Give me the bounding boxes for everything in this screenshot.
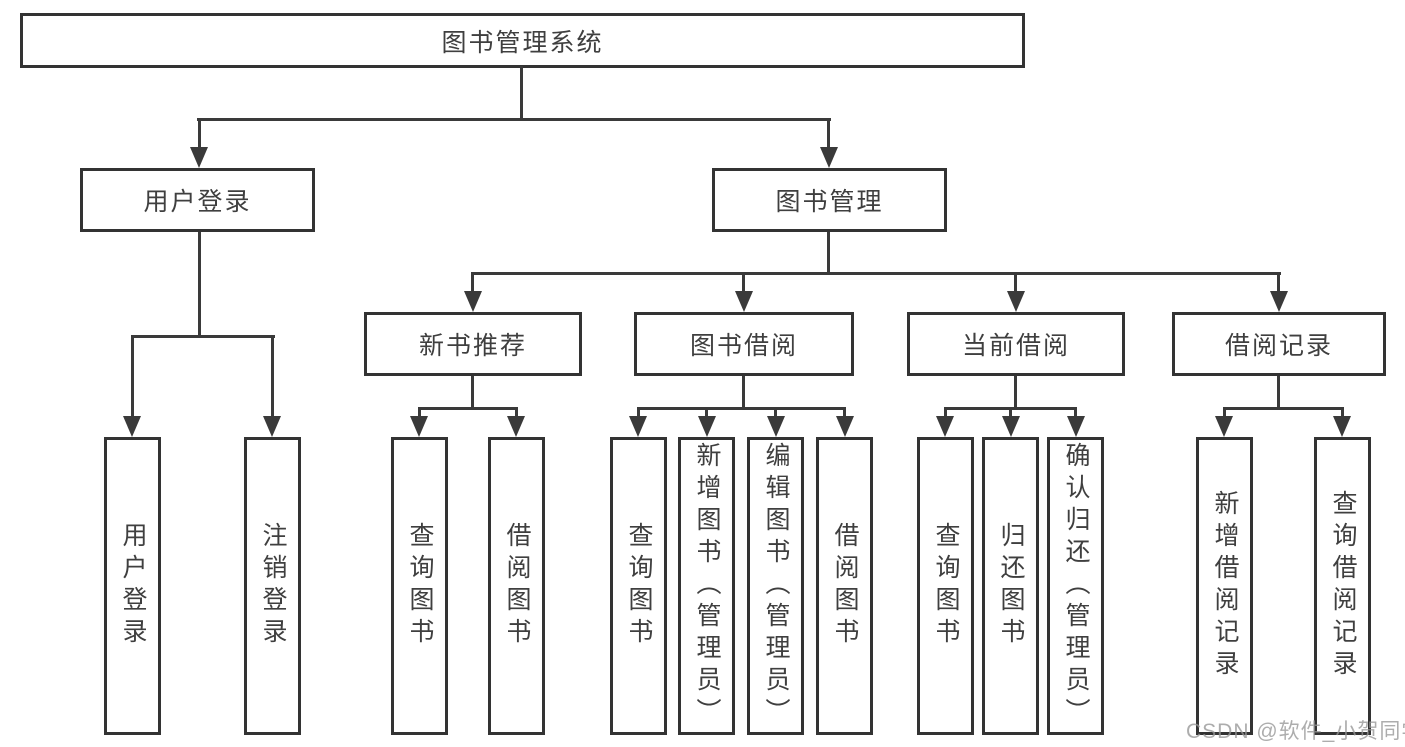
node-label: 图书借阅 xyxy=(689,332,798,360)
arrowhead-icon xyxy=(1002,416,1020,437)
node-label: 借阅记录 xyxy=(1224,332,1333,360)
leaf-label: 借阅图书 xyxy=(503,522,531,650)
leaf-confirm-return-admin: 确认归还（管理员） xyxy=(1047,437,1104,735)
connector-line xyxy=(1074,410,1077,418)
leaf-query-books-1: 查询图书 xyxy=(391,437,448,735)
arrowhead-icon xyxy=(263,416,281,437)
connector-line xyxy=(944,407,1077,410)
connector-line xyxy=(742,275,745,292)
connector-line xyxy=(637,407,846,410)
connector-line xyxy=(1014,376,1017,409)
leaf-return-books: 归还图书 xyxy=(982,437,1039,735)
connector-line xyxy=(742,376,745,409)
leaf-add-books-admin: 新增图书（管理员） xyxy=(678,437,735,735)
connector-line xyxy=(1223,407,1344,410)
leaf-label: 归还图书 xyxy=(997,522,1025,650)
arrowhead-icon xyxy=(507,416,525,437)
connector-line xyxy=(131,338,134,417)
connector-line xyxy=(1277,376,1280,409)
leaf-query-borrow-record: 查询借阅记录 xyxy=(1314,437,1371,735)
connector-line xyxy=(1014,275,1017,292)
connector-line xyxy=(418,410,421,418)
node-new-book-recommend: 新书推荐 xyxy=(364,312,582,376)
leaf-label: 编辑图书（管理员） xyxy=(762,442,790,730)
connector-line xyxy=(418,407,518,410)
arrowhead-icon xyxy=(1270,291,1288,312)
node-label: 用户登录 xyxy=(143,188,252,216)
leaf-query-books-2: 查询图书 xyxy=(610,437,667,735)
arrowhead-icon xyxy=(464,291,482,312)
connector-line xyxy=(1277,275,1280,292)
leaf-query-books-3: 查询图书 xyxy=(917,437,974,735)
connector-line xyxy=(131,335,275,338)
arrowhead-icon xyxy=(1067,416,1085,437)
connector-line xyxy=(515,410,518,418)
leaf-label: 查询图书 xyxy=(932,522,960,650)
arrowhead-icon xyxy=(735,291,753,312)
arrowhead-icon xyxy=(123,416,141,437)
leaf-edit-books-admin: 编辑图书（管理员） xyxy=(747,437,804,735)
connector-line xyxy=(774,410,777,418)
arrowhead-icon xyxy=(1215,416,1233,437)
leaf-logout-login: 注销登录 xyxy=(244,437,301,735)
leaf-label: 查询借阅记录 xyxy=(1329,490,1357,682)
arrowhead-icon xyxy=(1333,416,1351,437)
arrowhead-icon xyxy=(1007,291,1025,312)
leaf-label: 查询图书 xyxy=(625,522,653,650)
leaf-label: 新增图书（管理员） xyxy=(693,442,721,730)
node-book-management: 图书管理 xyxy=(712,168,947,232)
node-borrow-records: 借阅记录 xyxy=(1172,312,1386,376)
connector-line xyxy=(827,232,830,274)
connector-line xyxy=(271,338,274,417)
connector-line xyxy=(520,66,523,120)
arrowhead-icon xyxy=(698,416,716,437)
node-user-login: 用户登录 xyxy=(80,168,315,232)
node-label: 当前借阅 xyxy=(961,332,1070,360)
leaf-label: 新增借阅记录 xyxy=(1211,490,1239,682)
connector-line xyxy=(944,410,947,418)
connector-line xyxy=(827,118,830,148)
node-root-library-system: 图书管理系统 xyxy=(20,13,1025,68)
connector-line xyxy=(1009,410,1012,418)
connector-line xyxy=(197,118,831,121)
arrowhead-icon xyxy=(836,416,854,437)
arrowhead-icon xyxy=(629,416,647,437)
leaf-label: 用户登录 xyxy=(119,522,147,650)
node-label: 图书管理 xyxy=(775,188,884,216)
connector-line xyxy=(637,410,640,418)
leaf-user-login: 用户登录 xyxy=(104,437,161,735)
node-label: 新书推荐 xyxy=(418,332,527,360)
arrowhead-icon xyxy=(767,416,785,437)
leaf-label: 查询图书 xyxy=(406,522,434,650)
connector-line xyxy=(471,376,474,409)
connector-line xyxy=(1341,410,1344,418)
connector-line xyxy=(198,118,201,148)
arrowhead-icon xyxy=(410,416,428,437)
leaf-borrow-books-1: 借阅图书 xyxy=(488,437,545,735)
leaf-add-borrow-record: 新增借阅记录 xyxy=(1196,437,1253,735)
leaf-borrow-books-2: 借阅图书 xyxy=(816,437,873,735)
connector-line xyxy=(843,410,846,418)
connector-line xyxy=(471,275,474,292)
connector-line xyxy=(705,410,708,418)
arrowhead-icon xyxy=(820,147,838,168)
leaf-label: 确认归还（管理员） xyxy=(1062,442,1090,730)
node-label: 图书管理系统 xyxy=(441,28,604,57)
connector-line xyxy=(1223,410,1226,418)
node-current-borrow: 当前借阅 xyxy=(907,312,1125,376)
arrowhead-icon xyxy=(936,416,954,437)
connector-line xyxy=(198,232,201,338)
leaf-label: 借阅图书 xyxy=(831,522,859,650)
node-book-borrow: 图书借阅 xyxy=(634,312,854,376)
csdn-watermark: CSDN @软件_小贺同学 xyxy=(1186,720,1405,743)
leaf-label: 注销登录 xyxy=(259,522,287,650)
connector-line xyxy=(471,272,1281,275)
arrowhead-icon xyxy=(190,147,208,168)
